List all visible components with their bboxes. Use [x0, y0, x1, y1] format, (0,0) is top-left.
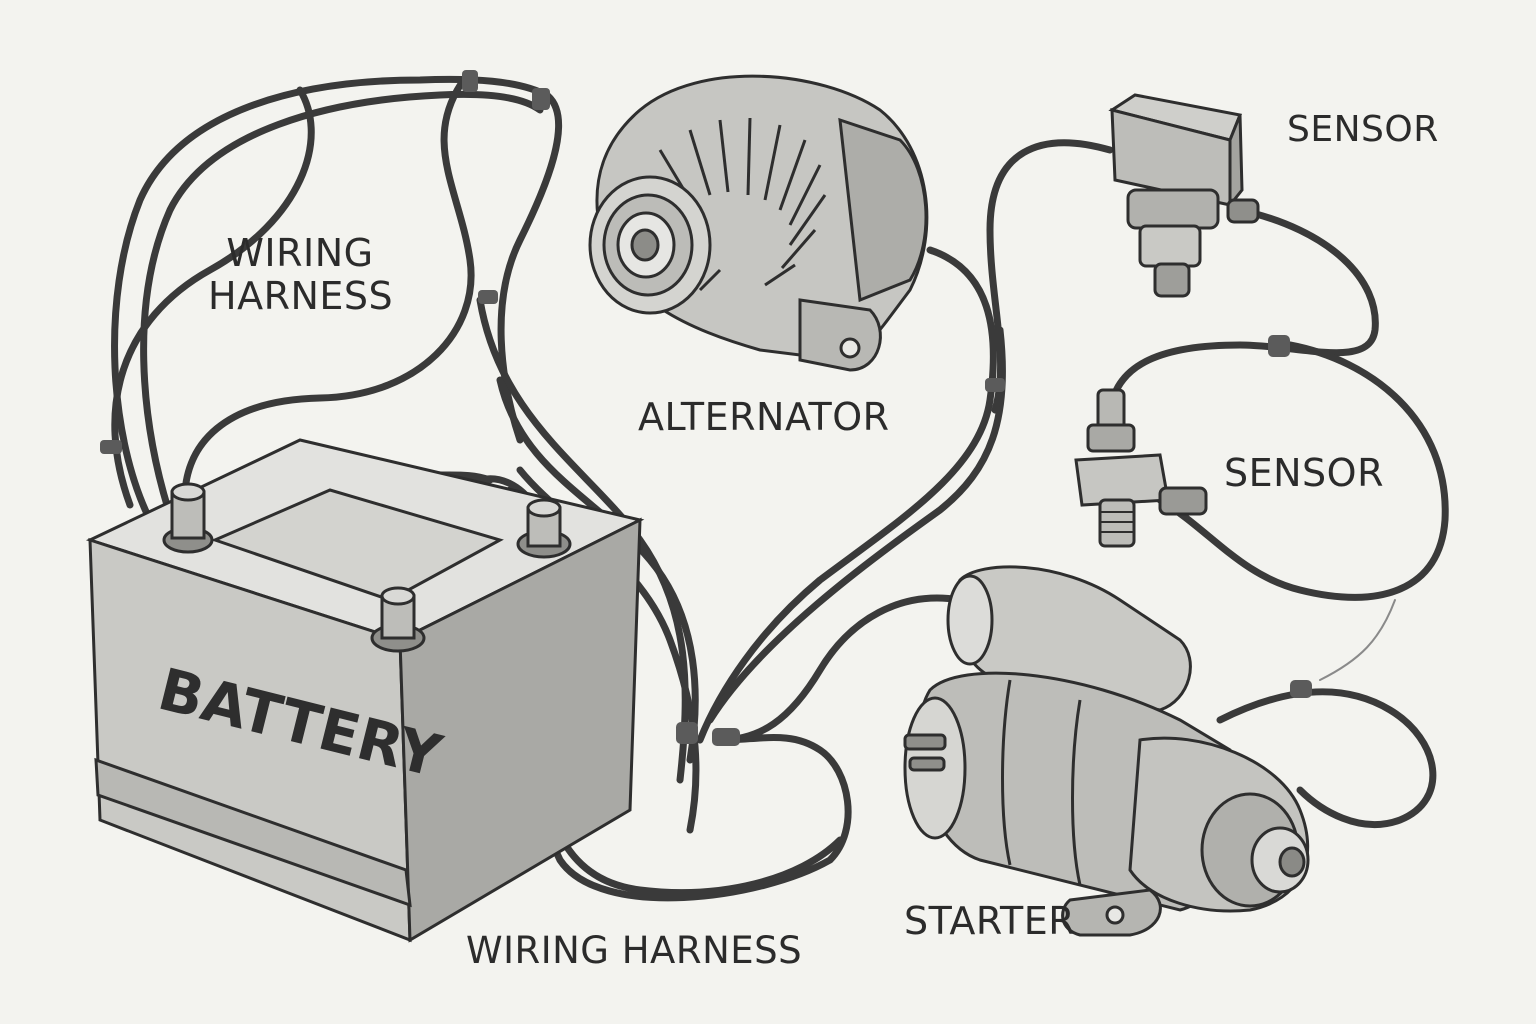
label-alternator: ALTERNATOR	[638, 395, 890, 439]
starter-wire-top	[716, 594, 964, 744]
battery-side	[398, 517, 642, 943]
battery-base-ridge	[94, 757, 412, 908]
o2-sensor-hex	[1074, 453, 1170, 507]
harness-wire-left-loop-3	[181, 74, 475, 514]
clip	[100, 440, 122, 454]
clip	[532, 88, 550, 110]
label-sensor-middle: SENSOR	[1224, 451, 1384, 495]
battery-terminal-left	[162, 482, 214, 554]
clip	[462, 70, 478, 92]
alternator-icon	[588, 74, 929, 372]
clip	[712, 728, 740, 746]
battery-terminal-right	[516, 498, 572, 559]
harness-wire-left-loop-inner	[140, 90, 544, 519]
clip	[676, 722, 698, 744]
harness-wire-left-loop-4	[111, 86, 315, 509]
sensor-icon	[1108, 93, 1260, 298]
label-line: HARNESS	[208, 273, 394, 318]
sensor-right-loop-wire	[1106, 206, 1379, 424]
o2-sensor-collar	[1086, 423, 1136, 453]
alternator-mount	[798, 298, 882, 372]
sensor-tip	[1153, 262, 1191, 298]
label-wiring-harness-top: WIRING HARNESS	[208, 231, 394, 318]
oxygen-sensor-icon	[1074, 388, 1208, 548]
starter-terminal	[903, 733, 947, 751]
clip	[985, 378, 1005, 392]
battery-lid	[210, 488, 504, 602]
label-line: WIRING	[226, 231, 374, 275]
solenoid-cap	[946, 574, 994, 666]
sensor-side	[1228, 114, 1244, 210]
sensor-stem	[1138, 224, 1202, 268]
starter-pinion-center	[1278, 846, 1306, 878]
starter-band	[1001, 679, 1012, 866]
starter-thin-wire	[1319, 599, 1396, 681]
battery-terminal-front	[370, 586, 426, 653]
sensor-connector	[1226, 198, 1260, 224]
o2-sensor-threads	[1100, 511, 1134, 533]
starter-motor-icon	[903, 565, 1310, 937]
clip	[1290, 680, 1312, 698]
label-sensor-top: SENSOR	[1287, 109, 1439, 150]
clip	[1268, 335, 1290, 357]
alternator-rear	[838, 117, 928, 303]
clip	[478, 290, 498, 304]
sensor-mid-loop-wire	[1156, 341, 1449, 601]
alternator-pulley	[588, 175, 712, 315]
label-starter: STARTER	[904, 899, 1076, 943]
harness-clips	[100, 70, 1312, 746]
alternator-wire-2	[706, 326, 1006, 724]
alternator-wire	[696, 246, 997, 744]
starter-terminal	[908, 756, 946, 772]
starter-band	[1071, 699, 1082, 886]
harness-wire-left-loop-outer	[111, 75, 563, 524]
o2-sensor-connector	[1158, 486, 1208, 516]
battery-icon: BATTERY	[85, 438, 645, 943]
label-wiring-harness-bottom: WIRING HARNESS	[466, 929, 803, 972]
sensor-collar	[1126, 188, 1220, 230]
sensor-top-wire	[986, 139, 1114, 414]
